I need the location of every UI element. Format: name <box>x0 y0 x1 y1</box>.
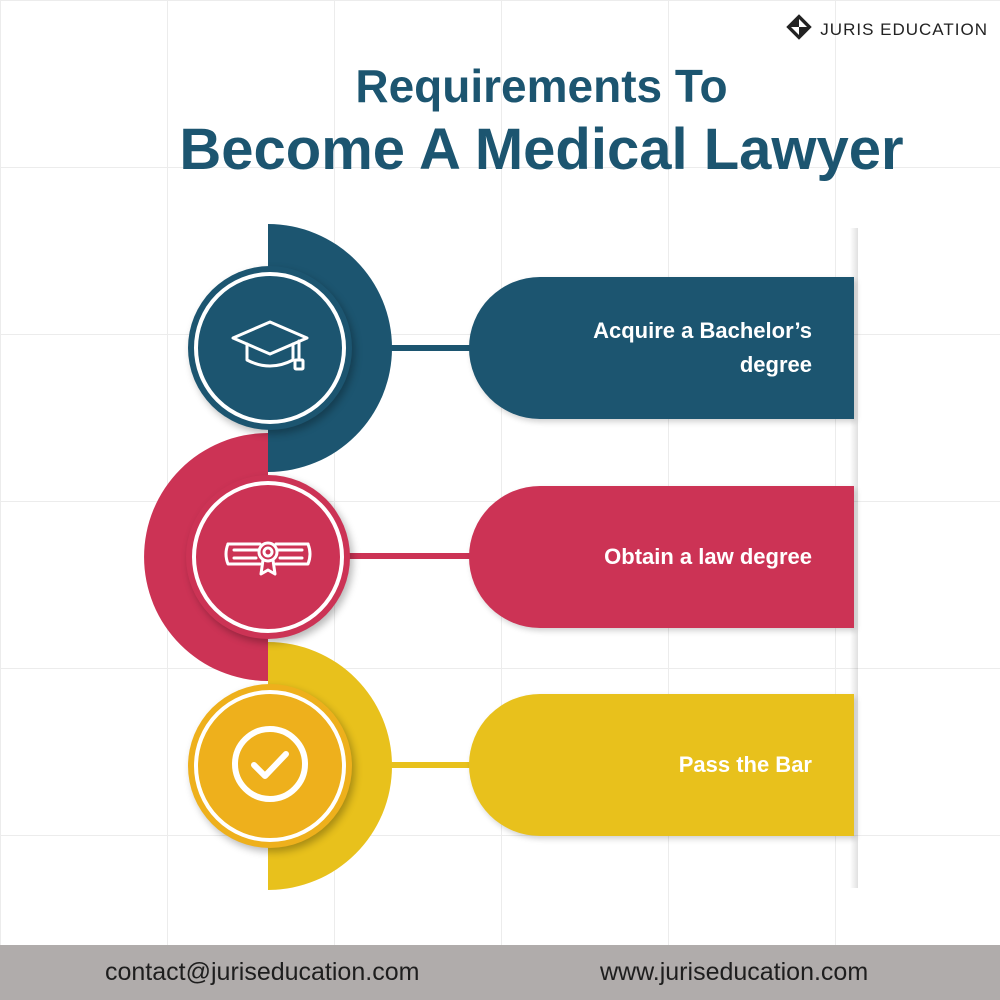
connector-2 <box>340 553 475 559</box>
title-line-2: Become A Medical Lawyer <box>179 117 904 182</box>
diploma-scroll-icon <box>220 530 316 585</box>
step-2-circle-inner <box>192 481 344 633</box>
step-2-circle <box>186 475 350 639</box>
step-3-pill: Pass the Bar <box>469 694 854 836</box>
page-title: Requirements To Become A Medical Lawyer <box>0 58 1000 186</box>
title-line-1: Requirements To <box>355 60 728 112</box>
step-2-pill: Obtain a law degree <box>469 486 854 628</box>
checkmark-circle-icon <box>228 722 312 811</box>
graduation-cap-icon <box>227 316 313 381</box>
connector-1 <box>340 345 475 351</box>
step-3-circle <box>188 684 352 848</box>
footer: contact@juriseducation.com www.juriseduc… <box>0 945 1000 1000</box>
step-3-circle-inner <box>194 690 346 842</box>
step-1-pill: Acquire a Bachelor’s degree <box>469 277 854 419</box>
step-1-circle <box>188 266 352 430</box>
footer-email-link[interactable]: contact@juriseducation.com <box>105 958 420 986</box>
brand[interactable]: JURIS EDUCATION <box>786 14 988 45</box>
connector-3 <box>340 762 475 768</box>
step-1-circle-inner <box>194 272 346 424</box>
diamond-logo-icon <box>786 14 813 45</box>
step-1-label: Acquire a Bachelor’s degree <box>593 318 812 377</box>
footer-website-link[interactable]: www.juriseducation.com <box>600 958 869 986</box>
brand-name: JURIS EDUCATION <box>820 19 988 39</box>
step-2-label: Obtain a law degree <box>604 544 812 569</box>
step-3-label: Pass the Bar <box>678 752 812 777</box>
right-edge-shadow <box>850 228 858 888</box>
